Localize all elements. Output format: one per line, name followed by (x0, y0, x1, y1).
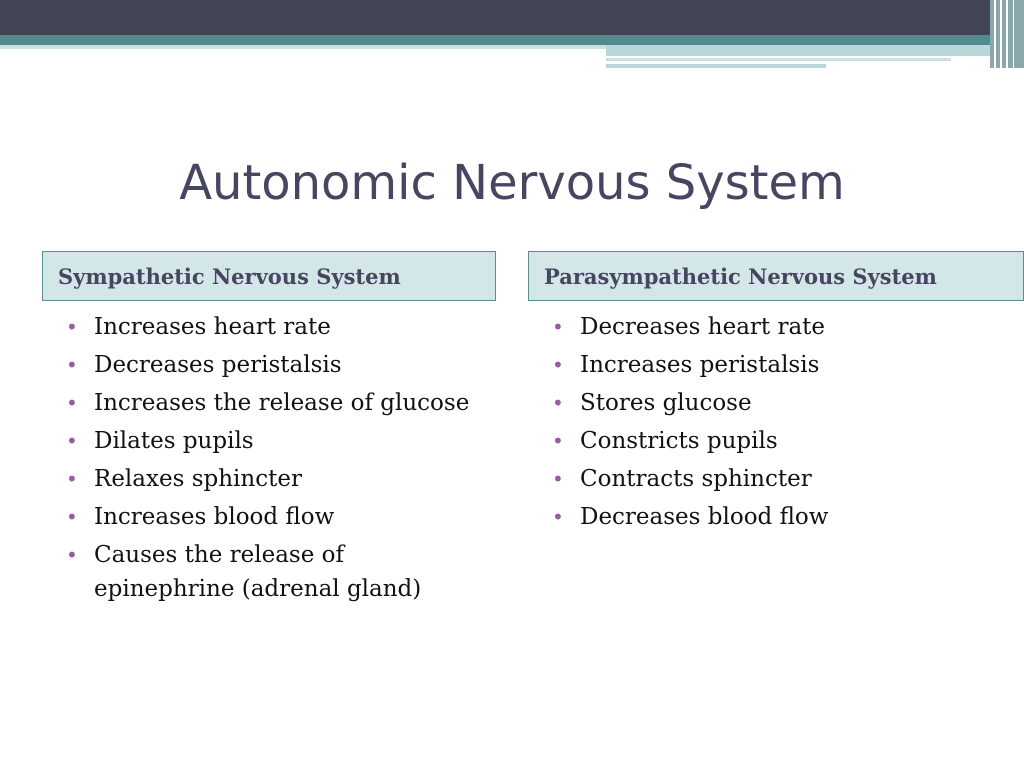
header-band-light-right (606, 45, 1024, 56)
list-item: • Increases blood flow (64, 500, 484, 534)
list-item-text: Dilates pupils (94, 428, 254, 454)
header-line-1 (606, 58, 951, 61)
sympathetic-header-label: Sympathetic Nervous System (58, 263, 401, 289)
list-item: • Causes the release of epinephrine (adre… (64, 538, 484, 606)
header-band-light-left (0, 45, 606, 49)
parasympathetic-header: Parasympathetic Nervous System (528, 251, 1024, 301)
list-item: • Stores glucose (550, 386, 990, 420)
list-item-text: Increases the release of glucose (94, 390, 470, 416)
bullet-dot-icon: • (66, 391, 78, 415)
corner-stripe (994, 0, 996, 68)
list-item: • Relaxes sphincter (64, 462, 484, 496)
corner-stripe (1013, 0, 1014, 68)
bullet-dot-icon: • (552, 391, 564, 415)
parasympathetic-list: • Decreases heart rate • Increases perista… (550, 310, 990, 538)
corner-stripe (1000, 0, 1002, 68)
list-item-text: Constricts pupils (580, 428, 778, 454)
sympathetic-list: • Increases heart rate • Decreases perista… (64, 310, 484, 610)
bullet-dot-icon: • (66, 467, 78, 491)
bullet-dot-icon: • (552, 467, 564, 491)
bullet-dot-icon: • (552, 429, 564, 453)
list-item: • Contracts sphincter (550, 462, 990, 496)
list-item-text: Decreases heart rate (580, 314, 826, 340)
list-item: • Decreases blood flow (550, 500, 990, 534)
bullet-dot-icon: • (66, 505, 78, 529)
sympathetic-header: Sympathetic Nervous System (42, 251, 496, 301)
list-item: • Increases peristalsis (550, 348, 990, 382)
bullet-dot-icon: • (552, 353, 564, 377)
list-item: • Constricts pupils (550, 424, 990, 458)
header-band-teal (0, 35, 1024, 45)
list-item: • Increases heart rate (64, 310, 484, 344)
bullet-dot-icon: • (66, 315, 78, 339)
header-band-dark (0, 0, 1024, 35)
list-item-text: Decreases peristalsis (94, 352, 342, 378)
bullet-dot-icon: • (66, 543, 78, 567)
slide-title: Autonomic Nervous System (179, 155, 845, 211)
bullet-dot-icon: • (552, 505, 564, 529)
bullet-dot-icon: • (66, 429, 78, 453)
bullet-dot-icon: • (552, 315, 564, 339)
list-item-text: Increases blood flow (94, 504, 335, 530)
list-item-text: Decreases blood flow (580, 504, 829, 530)
list-item-text: Causes the release of epinephrine (adren… (94, 542, 422, 602)
list-item-text: Increases peristalsis (580, 352, 820, 378)
list-item: • Decreases peristalsis (64, 348, 484, 382)
corner-stripe (1006, 0, 1008, 68)
header-line-2 (606, 64, 826, 68)
list-item-text: Increases heart rate (94, 314, 331, 340)
list-item: • Dilates pupils (64, 424, 484, 458)
list-item-text: Stores glucose (580, 390, 752, 416)
list-item-text: Contracts sphincter (580, 466, 812, 492)
list-item: • Decreases heart rate (550, 310, 990, 344)
list-item-text: Relaxes sphincter (94, 466, 302, 492)
bullet-dot-icon: • (66, 353, 78, 377)
list-item: • Increases the release of glucose (64, 386, 484, 420)
parasympathetic-header-label: Parasympathetic Nervous System (544, 263, 937, 289)
